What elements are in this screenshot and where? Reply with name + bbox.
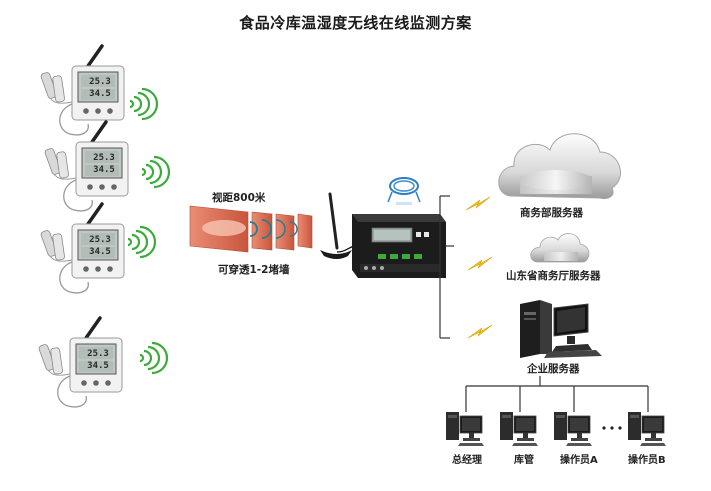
sensor-1-screen: 25.3 34.5 <box>85 76 115 100</box>
cable-icon <box>387 177 421 205</box>
sensor-reading-bottom: 34.5 <box>89 247 111 257</box>
lightning-icon <box>465 196 491 211</box>
business-bureau-server-label: 商务部服务器 <box>520 207 583 219</box>
cloud-server-small <box>530 233 590 263</box>
client-label-operator-b: 操作员B <box>628 455 666 466</box>
penetration-label: 可穿透1-2堵墙 <box>218 264 290 276</box>
enterprise-server-computer <box>520 300 602 358</box>
client-computer <box>499 411 539 447</box>
range-label: 视距800米 <box>212 192 266 204</box>
ellipsis-icon <box>602 426 622 430</box>
gateway-device <box>352 214 446 278</box>
lightning-icon <box>467 324 493 339</box>
sensor-3-screen: 25.3 34.5 <box>85 234 115 258</box>
enterprise-server-label: 企业服务器 <box>527 363 580 375</box>
client-computer <box>553 411 593 447</box>
client-label-operator-a: 操作员A <box>560 455 598 466</box>
cloud-server-large <box>498 133 621 199</box>
brick-wall-illustration <box>189 205 313 253</box>
wifi-icon <box>140 155 171 189</box>
sensor-2-screen: 25.3 34.5 <box>89 152 119 176</box>
wifi-icon <box>138 341 169 375</box>
client-label-general-manager: 总经理 <box>452 455 482 466</box>
sensor-4-screen: 25.3 34.5 <box>83 348 113 372</box>
client-tree-lines <box>465 376 649 412</box>
lightning-icon <box>467 256 493 271</box>
sensor-reading-top: 25.3 <box>93 153 115 163</box>
wifi-icon <box>128 87 159 121</box>
connection-lines <box>439 195 454 339</box>
sensor-reading-top: 25.3 <box>89 77 111 87</box>
client-label-warehouse: 库管 <box>514 455 534 466</box>
sensor-reading-bottom: 34.5 <box>89 89 111 99</box>
client-computer <box>445 411 485 447</box>
provincial-server-label: 山东省商务厅服务器 <box>506 270 601 282</box>
client-computer <box>627 411 667 447</box>
diagram-title: 食品冷库温湿度无线在线监测方案 <box>239 14 472 32</box>
sensor-reading-bottom: 34.5 <box>87 361 109 371</box>
sensor-reading-bottom: 34.5 <box>93 165 115 175</box>
antenna-icon <box>320 192 355 259</box>
wifi-icon <box>126 225 157 259</box>
sensor-reading-top: 25.3 <box>89 235 111 245</box>
sensor-reading-top: 25.3 <box>87 349 109 359</box>
